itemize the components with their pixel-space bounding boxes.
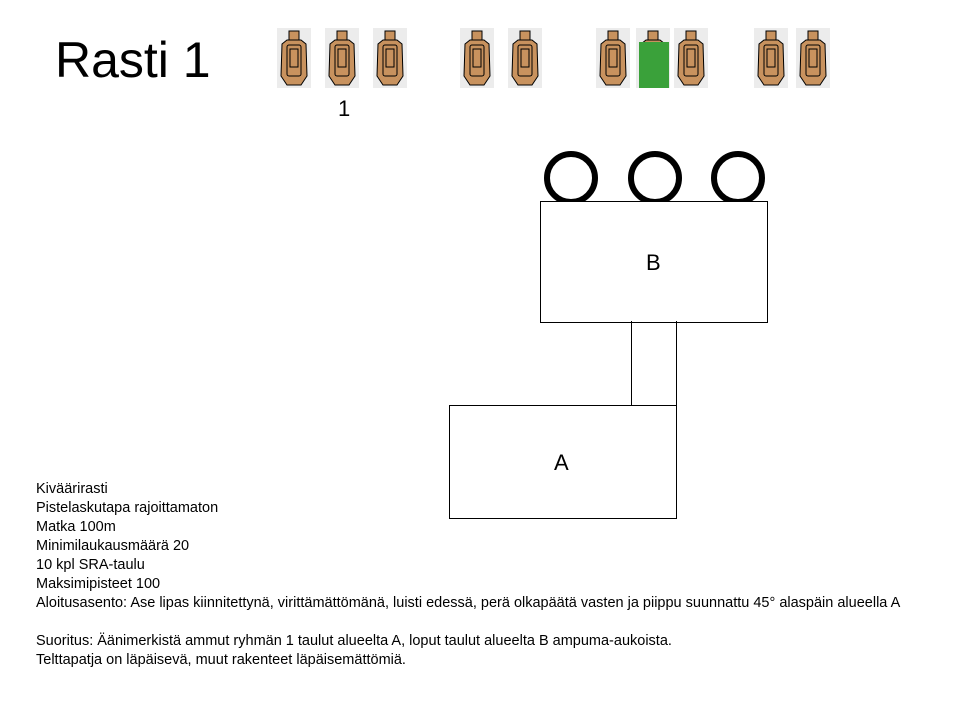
area-a bbox=[449, 405, 677, 519]
target-silhouette bbox=[463, 30, 491, 86]
shooting-port-icon bbox=[544, 151, 598, 205]
area-b bbox=[540, 201, 768, 323]
target-icon bbox=[674, 28, 708, 88]
stage-title: Rasti 1 bbox=[55, 32, 211, 88]
target-icon bbox=[373, 28, 407, 88]
max-points: Maksimipisteet 100 bbox=[36, 576, 161, 592]
stage-description: Kivääri­rasti Pistelaskutapa rajoittamat… bbox=[36, 480, 936, 670]
target-icon bbox=[754, 28, 788, 88]
procedure: Suoritus: Äänimerkistä ammut ryhmän 1 ta… bbox=[36, 633, 672, 649]
scoring-method: Pistelaskutapa rajoittamaton bbox=[36, 500, 219, 516]
shooting-port-icon bbox=[711, 151, 765, 205]
target-icon bbox=[796, 28, 830, 88]
target-icon bbox=[277, 28, 311, 88]
target-count: 10 kpl SRA-taulu bbox=[36, 557, 145, 573]
distance: Matka 100m bbox=[36, 519, 116, 535]
area-a-label: A bbox=[554, 450, 569, 475]
target-silhouette bbox=[328, 30, 356, 86]
no-shoot-cover bbox=[639, 42, 669, 88]
area-b-label: B bbox=[646, 250, 661, 275]
target-silhouette bbox=[757, 30, 785, 86]
target-group-label: 1 bbox=[338, 96, 351, 121]
start-position: Aloitusasento: Ase lipas kiinnitettynä, … bbox=[36, 595, 901, 611]
stage-type: Kivääri­rasti bbox=[36, 481, 108, 497]
min-rounds: Minimilaukausmäärä 20 bbox=[36, 538, 190, 554]
target-icon bbox=[325, 28, 359, 88]
target-silhouette bbox=[799, 30, 827, 86]
target-silhouette bbox=[376, 30, 404, 86]
target-silhouette bbox=[511, 30, 539, 86]
target-silhouette bbox=[599, 30, 627, 86]
shooting-port-icon bbox=[628, 151, 682, 205]
corridor bbox=[631, 321, 677, 406]
target-icon bbox=[460, 28, 494, 88]
target-icon bbox=[596, 28, 630, 88]
target-silhouette bbox=[677, 30, 705, 86]
penetration-note: Telttapatja on läpäisevä, muut rakenteet… bbox=[36, 652, 406, 668]
target-icon bbox=[508, 28, 542, 88]
target-silhouette bbox=[280, 30, 308, 86]
